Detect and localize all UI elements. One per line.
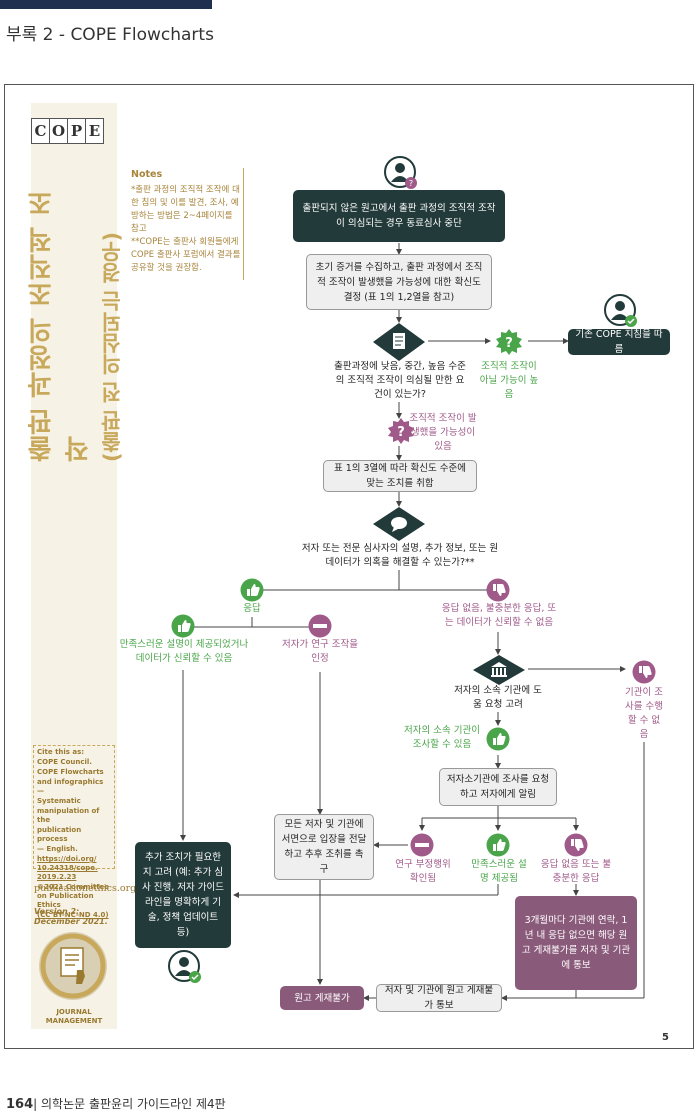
- flowchart-frame: [4, 84, 694, 1049]
- purple-question-badge-icon: ?: [388, 418, 414, 444]
- sidebar: [31, 103, 117, 1029]
- license-link[interactable]: (CC BY-NC-ND 4.0): [37, 911, 109, 919]
- speech-bubble-diamond-icon: [372, 506, 426, 542]
- explained-text: 만족스러운 설명 제공됨: [471, 859, 527, 884]
- document-diamond-icon: [372, 322, 426, 362]
- satisfactory-text: 만족스러운 설명이 제공되었거나 데이터가 신뢰할 수 있음: [119, 639, 249, 664]
- doi-link[interactable]: https://doi.org/ 10.24318/cope. 2019.2.2…: [37, 855, 98, 881]
- institution-diamond-icon: [472, 654, 526, 686]
- cite-line-5: manipulation of the: [37, 807, 100, 824]
- svg-text:?: ?: [397, 425, 405, 440]
- start-box: 출판되지 않은 원고에서 출판 과정의 조직적 조작이 의심되는 경우 동료심사…: [293, 190, 505, 242]
- ask-institution-box: 저자소기관에 조사를 요청하고 저자에게 알림: [439, 768, 557, 806]
- no-response-text: 응답 없음, 불충분한 응답, 또는 데이터가 신뢰할 수 없음: [441, 603, 557, 628]
- notes-panel: Notes *출판 과정의 조직적 조작에 대한 침의 및 이를 발견, 조사,…: [131, 168, 244, 280]
- editor-user-check-icon: [604, 294, 638, 328]
- further-action-box: 추가 조치가 필요한지 고려 (예: 추가 심사 진행, 저자 가이드라인을 명…: [135, 842, 231, 948]
- response-text: 응답: [243, 603, 261, 614]
- possible-text: 조직적 조작이 발생했을 가능성이 있음: [409, 413, 477, 452]
- note-1: *출판 과정의 조직적 조작에 대한 침의 및 이를 발견, 조사, 예방하는 …: [131, 185, 240, 234]
- logo-letter-e: E: [85, 118, 104, 144]
- footer-page-number: 164: [6, 1097, 34, 1112]
- cite-line-2: COPE Flowcharts: [37, 768, 104, 776]
- explain-question-text: 저자 또는 전문 심사자의 설명, 추가 정보, 또는 원 데이터가 의혹을 해…: [301, 543, 499, 568]
- follow-cope-box: 기존 COPE 지침을 따름: [568, 329, 670, 355]
- page-header-title: 부록 2 - COPE Flowcharts: [6, 25, 214, 45]
- note-2: **COPE는 출판사 회원들에게 COPE 출판사 포럼에서 결과를 공유할 …: [131, 237, 241, 273]
- contact-all-box: 모든 저자 및 기관에 서면으로 입장을 전달하고 추후 조취를 촉구: [274, 814, 374, 880]
- cite-line-4: Systematic: [37, 797, 81, 805]
- notes-title: Notes: [131, 169, 163, 180]
- no-response2-text: 응답 없음 또는 불충분한 응답: [540, 859, 612, 884]
- institution-can-text: 저자의 소속 기관이 조사할 수 있음: [404, 725, 480, 750]
- citation-box: Cite this as: COPE Council. COPE Flowcha…: [33, 745, 115, 919]
- admit-text: 저자가 연구 조작을 인정: [282, 639, 358, 664]
- footer: 164| 의학논문 출판윤리 가이드라인 제4판: [6, 1095, 226, 1112]
- level-question-text: 출판과정에 낮음, 중간, 높음 수준의 조직적 조작이 의심될 만한 요건이 …: [334, 361, 466, 400]
- minus-circle-icon: [308, 614, 332, 638]
- thumbs-up-icon-satisfactory: [171, 614, 195, 638]
- cite-line-3: and infographics —: [37, 778, 104, 795]
- journal-management-icon: [39, 932, 107, 1000]
- cite-line-7: — English.: [37, 845, 78, 853]
- notify-rejection-box: 저자 및 기관에 원고 게재불가 통보: [376, 984, 502, 1012]
- take-action-box: 표 1의 3열에 따라 확신도 수준에 맞는 조치를 취함: [323, 460, 477, 492]
- green-question-badge-icon: ?: [496, 329, 522, 355]
- cite-line-0: Cite this as:: [37, 748, 85, 756]
- misconduct-text: 연구 부정행위 확인됨: [395, 859, 451, 884]
- thumbs-down-icon-institution: [632, 660, 656, 684]
- inner-page-number: 5: [662, 1032, 669, 1043]
- cope-logo: C O P E: [31, 118, 104, 144]
- logo-letter-o: O: [49, 118, 68, 144]
- header-bar: [0, 0, 212, 9]
- thumbs-up-icon-explained: [486, 833, 510, 857]
- thumbs-up-icon-institution: [486, 727, 510, 751]
- minus-circle-icon-misconduct: [410, 833, 434, 857]
- footer-text: | 의학논문 출판윤리 가이드라인 제4판: [33, 1097, 226, 1111]
- cite-copyright: ©2021 Committee on Publication Ethics: [37, 883, 110, 909]
- cite-line-6: publication process: [37, 826, 82, 843]
- consider-institution-text: 저자의 소속 기관에 도움 요청 고려: [454, 685, 542, 710]
- contact-3months-box: 3개월마다 기관에 연락, 1년 내 응답 없으면 해당 원고 게재불가를 저자…: [515, 896, 637, 990]
- publication-ethics-site[interactable]: publicationethics.org: [34, 883, 137, 894]
- svg-text:?: ?: [409, 179, 413, 188]
- version-label: Version 2: December 2021.: [34, 907, 108, 926]
- editor-user-question-icon: ?: [384, 156, 418, 190]
- rejection-box: 원고 게재불가: [280, 986, 364, 1010]
- institution-cannot-text: 기관이 조사를 수행할 수 없음: [625, 687, 663, 740]
- thumbs-down-icon-noresponse: [564, 833, 588, 857]
- cite-line-1: COPE Council.: [37, 758, 92, 766]
- unlikely-text: 조직적 조작이 아닐 가능이 높음: [479, 361, 539, 400]
- thumbs-up-icon: [240, 578, 264, 602]
- svg-text:?: ?: [505, 336, 513, 351]
- journal-management-label: JOURNAL MANAGEMENT: [45, 1008, 103, 1025]
- collect-evidence-box: 초기 증거를 수집하고, 출판 과정에서 조직적 조작이 발생했을 가능성에 대…: [306, 254, 492, 310]
- thumbs-down-icon: [486, 578, 510, 602]
- editor-user-check-icon-bottom: [168, 950, 202, 984]
